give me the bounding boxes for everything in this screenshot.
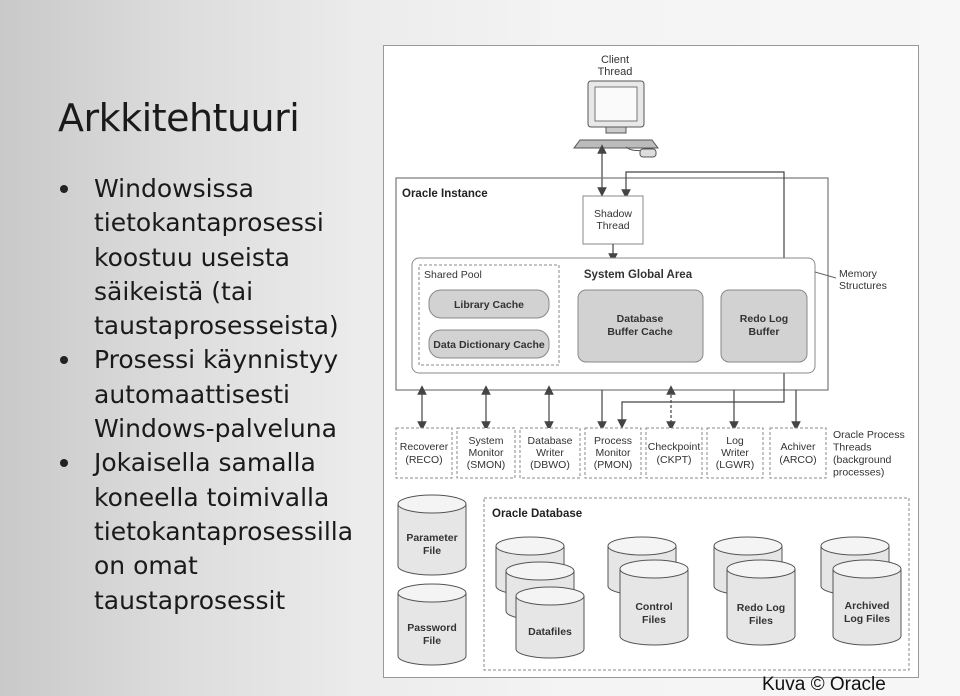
process-arco-label: Achiver(ARCO) bbox=[779, 441, 816, 466]
computer-icon bbox=[573, 80, 659, 158]
sga-label: System Global Area bbox=[584, 269, 693, 281]
process-ckpt bbox=[645, 427, 703, 479]
datafiles-label: Datafiles bbox=[528, 626, 572, 638]
archived-log-files-cylinders bbox=[820, 536, 902, 646]
bullet-icon bbox=[60, 185, 68, 193]
oracle-database-box bbox=[483, 497, 910, 671]
password-file-cylinder bbox=[397, 583, 467, 666]
bullet-text: Prosessi käynnistyy automaattisesti Wind… bbox=[94, 345, 339, 444]
data-dictionary-cache-label: Data Dictionary Cache bbox=[433, 339, 545, 351]
slide-title: Arkkitehtuuri bbox=[58, 96, 300, 140]
instance-to-processes-arrow bbox=[617, 390, 785, 429]
process-smon bbox=[456, 427, 516, 479]
library-cache-label: Library Cache bbox=[454, 299, 524, 311]
data-dictionary-cache-box bbox=[428, 329, 550, 359]
shadow-thread-box bbox=[582, 195, 644, 245]
process-pmon bbox=[584, 427, 642, 479]
datafiles-cylinders bbox=[495, 536, 585, 659]
bullet-item: Windowsissa tietokantaprosessi koostuu u… bbox=[58, 172, 388, 343]
process-arco bbox=[769, 427, 827, 479]
image-credit: Kuva © Oracle bbox=[762, 674, 886, 695]
oracle-instance-box bbox=[395, 177, 829, 391]
oracle-instance-label: Oracle Instance bbox=[402, 188, 488, 200]
control-files-cylinders bbox=[607, 536, 689, 646]
shared-pool-label: Shared Pool bbox=[424, 269, 482, 281]
library-cache-box bbox=[428, 289, 550, 319]
process-reco-label: Recoverer(RECO) bbox=[400, 441, 449, 466]
shared-pool-box bbox=[418, 264, 560, 366]
process-arrows bbox=[417, 385, 801, 431]
bullet-item: Prosessi käynnistyy automaattisesti Wind… bbox=[58, 343, 388, 446]
database-buffer-cache-box bbox=[577, 289, 704, 363]
oracle-database-label: Oracle Database bbox=[492, 508, 582, 520]
redo-log-buffer-box bbox=[720, 289, 808, 363]
process-dbwo bbox=[519, 427, 581, 479]
bullet-icon bbox=[60, 459, 68, 468]
memory-structures-leader bbox=[814, 271, 837, 279]
bullet-list: Windowsissa tietokantaprosessi koostuu u… bbox=[58, 172, 388, 618]
bullet-icon bbox=[60, 356, 68, 365]
process-reco bbox=[395, 427, 453, 479]
process-lgwr bbox=[706, 427, 764, 479]
bullet-text: Windowsissa tietokantaprosessi koostuu u… bbox=[94, 174, 339, 341]
process-ckpt-label: Checkpoint(CKPT) bbox=[648, 441, 701, 466]
parameter-file-cylinder bbox=[397, 494, 467, 576]
bullet-item: Jokaisella samalla koneella toimivalla t… bbox=[58, 446, 388, 617]
redo-log-files-cylinders bbox=[713, 536, 796, 646]
bullet-text: Jokaisella samalla koneella toimivalla t… bbox=[94, 448, 354, 615]
